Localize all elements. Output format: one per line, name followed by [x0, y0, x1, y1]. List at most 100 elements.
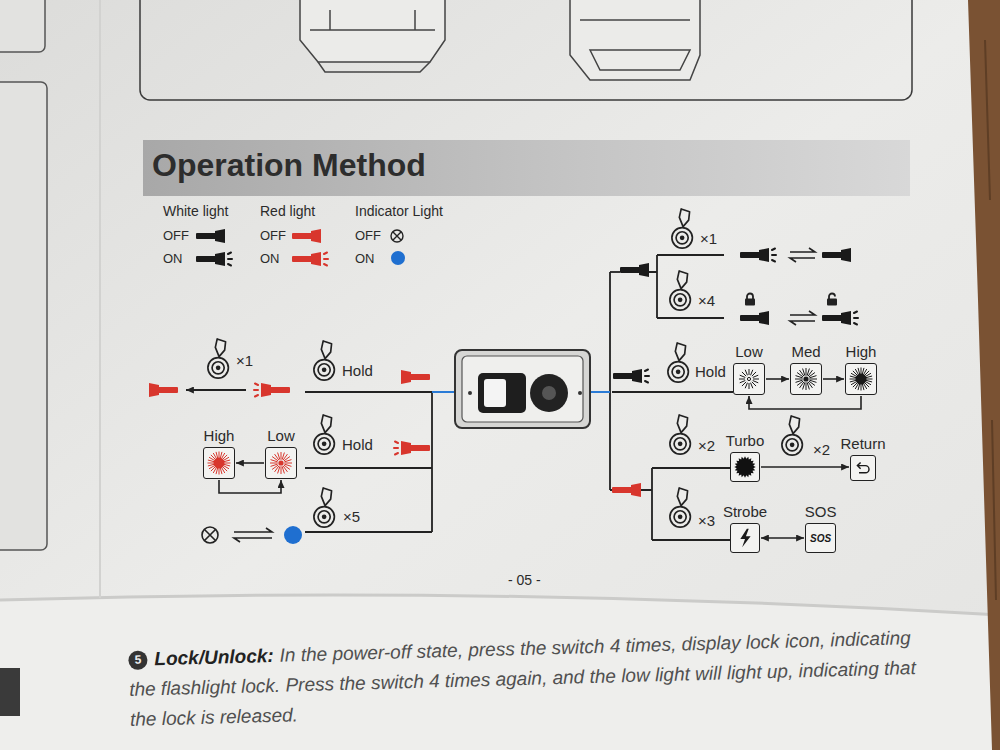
light-ray	[222, 467, 225, 473]
light-ray	[282, 466, 284, 473]
toggle-arrows	[790, 248, 815, 262]
light-ray	[278, 453, 280, 460]
light-ray	[851, 382, 857, 385]
dark-patch	[0, 668, 20, 716]
product-illustration	[570, 0, 700, 80]
flashlight-body	[578, 391, 582, 395]
wire	[305, 392, 432, 532]
light-ray	[223, 457, 229, 460]
light-ray	[224, 463, 231, 464]
legend-heading: White light	[163, 203, 228, 220]
wood-table	[968, 0, 1000, 750]
light-ray	[796, 380, 803, 382]
red-light-icon	[394, 441, 430, 455]
light-core	[803, 376, 808, 381]
light-ray	[740, 375, 746, 377]
mode-icon	[734, 364, 764, 394]
push-button	[670, 415, 691, 454]
lock-icon	[745, 294, 837, 306]
light-ray	[855, 369, 858, 375]
indicator-light	[202, 527, 218, 543]
step-heading: Lock/Unlock:	[154, 645, 274, 669]
light-ray	[858, 384, 860, 390]
mode-name: Low	[267, 427, 295, 445]
red-light-icon	[394, 441, 430, 455]
paper-ground	[99, 0, 101, 598]
flashlight-body	[542, 386, 556, 400]
flashlight-body	[478, 373, 526, 413]
flow-arrow	[219, 480, 281, 493]
press-action: Hold	[695, 363, 726, 381]
light-ray	[208, 464, 214, 466]
push-button	[208, 339, 229, 378]
light-ray	[850, 380, 856, 382]
flashlight-body	[484, 379, 506, 407]
light-ray	[285, 463, 293, 464]
return-arrow	[857, 462, 869, 472]
legend-text: OFF	[355, 228, 381, 243]
paper-ground	[0, 595, 1000, 750]
light-ray	[861, 368, 862, 375]
light-ray	[216, 452, 218, 458]
light-ray	[850, 379, 857, 380]
light-ray	[749, 383, 750, 389]
section-title: Operation Method	[152, 146, 426, 184]
mode-box: Turbo	[730, 452, 760, 482]
light-ray	[209, 466, 215, 469]
press-count: ×1	[236, 352, 253, 370]
mode-icon	[846, 364, 876, 394]
step-number: 5	[128, 650, 148, 670]
mode-box: High	[203, 447, 235, 479]
press-count: ×2	[698, 437, 715, 455]
step-text: In the power-off state, press the switch…	[129, 627, 916, 730]
light-ray	[806, 368, 807, 376]
red-light-icon	[149, 383, 178, 397]
flashlight-body	[468, 391, 472, 395]
page-panel-edge	[0, 0, 47, 550]
page-number: - 05 -	[508, 572, 541, 589]
toggle-arrows	[790, 311, 815, 325]
legend-text: ON	[163, 251, 183, 266]
light-ray	[220, 452, 222, 458]
light-ray	[220, 468, 222, 474]
indicator-light	[205, 530, 216, 541]
flashlight-body	[455, 350, 590, 428]
wire	[186, 389, 246, 391]
edge-label: ×2	[813, 441, 830, 459]
push-button	[314, 341, 335, 380]
indicator-light	[202, 230, 403, 544]
toggle-arrows	[234, 248, 815, 542]
flow-arrow	[766, 378, 789, 380]
legend-entry: OFF	[260, 228, 286, 244]
mode-name: Low	[735, 343, 763, 361]
product-illustration	[140, 0, 912, 100]
mode-name: Strobe	[723, 503, 767, 521]
white-light-icon	[196, 252, 232, 266]
press-count: ×1	[700, 230, 717, 248]
flow-arrow	[236, 462, 264, 464]
flow-arrow	[761, 537, 804, 539]
light-ray	[739, 379, 745, 380]
light-ray	[752, 372, 756, 376]
press-action: Hold	[342, 362, 373, 380]
light-ray	[751, 370, 753, 376]
flow-arrow	[761, 466, 849, 468]
product-illustration	[318, 62, 430, 72]
press-count: ×3	[698, 512, 715, 530]
legend-text: OFF	[260, 228, 286, 243]
instruction-paragraph: 5 Lock/Unlock:In the power-off state, pre…	[128, 623, 920, 735]
red-light-icon	[149, 229, 641, 497]
mode-icon	[204, 448, 234, 478]
light-ray	[219, 468, 220, 475]
product-illustration	[140, 0, 912, 100]
red-light-icon	[401, 370, 430, 384]
light-ray	[213, 453, 216, 459]
light-ray	[208, 463, 215, 464]
white-light-icon	[196, 229, 225, 243]
push-button	[208, 209, 803, 527]
legend-entry: OFF	[355, 228, 381, 244]
flow-arrow	[749, 396, 861, 409]
